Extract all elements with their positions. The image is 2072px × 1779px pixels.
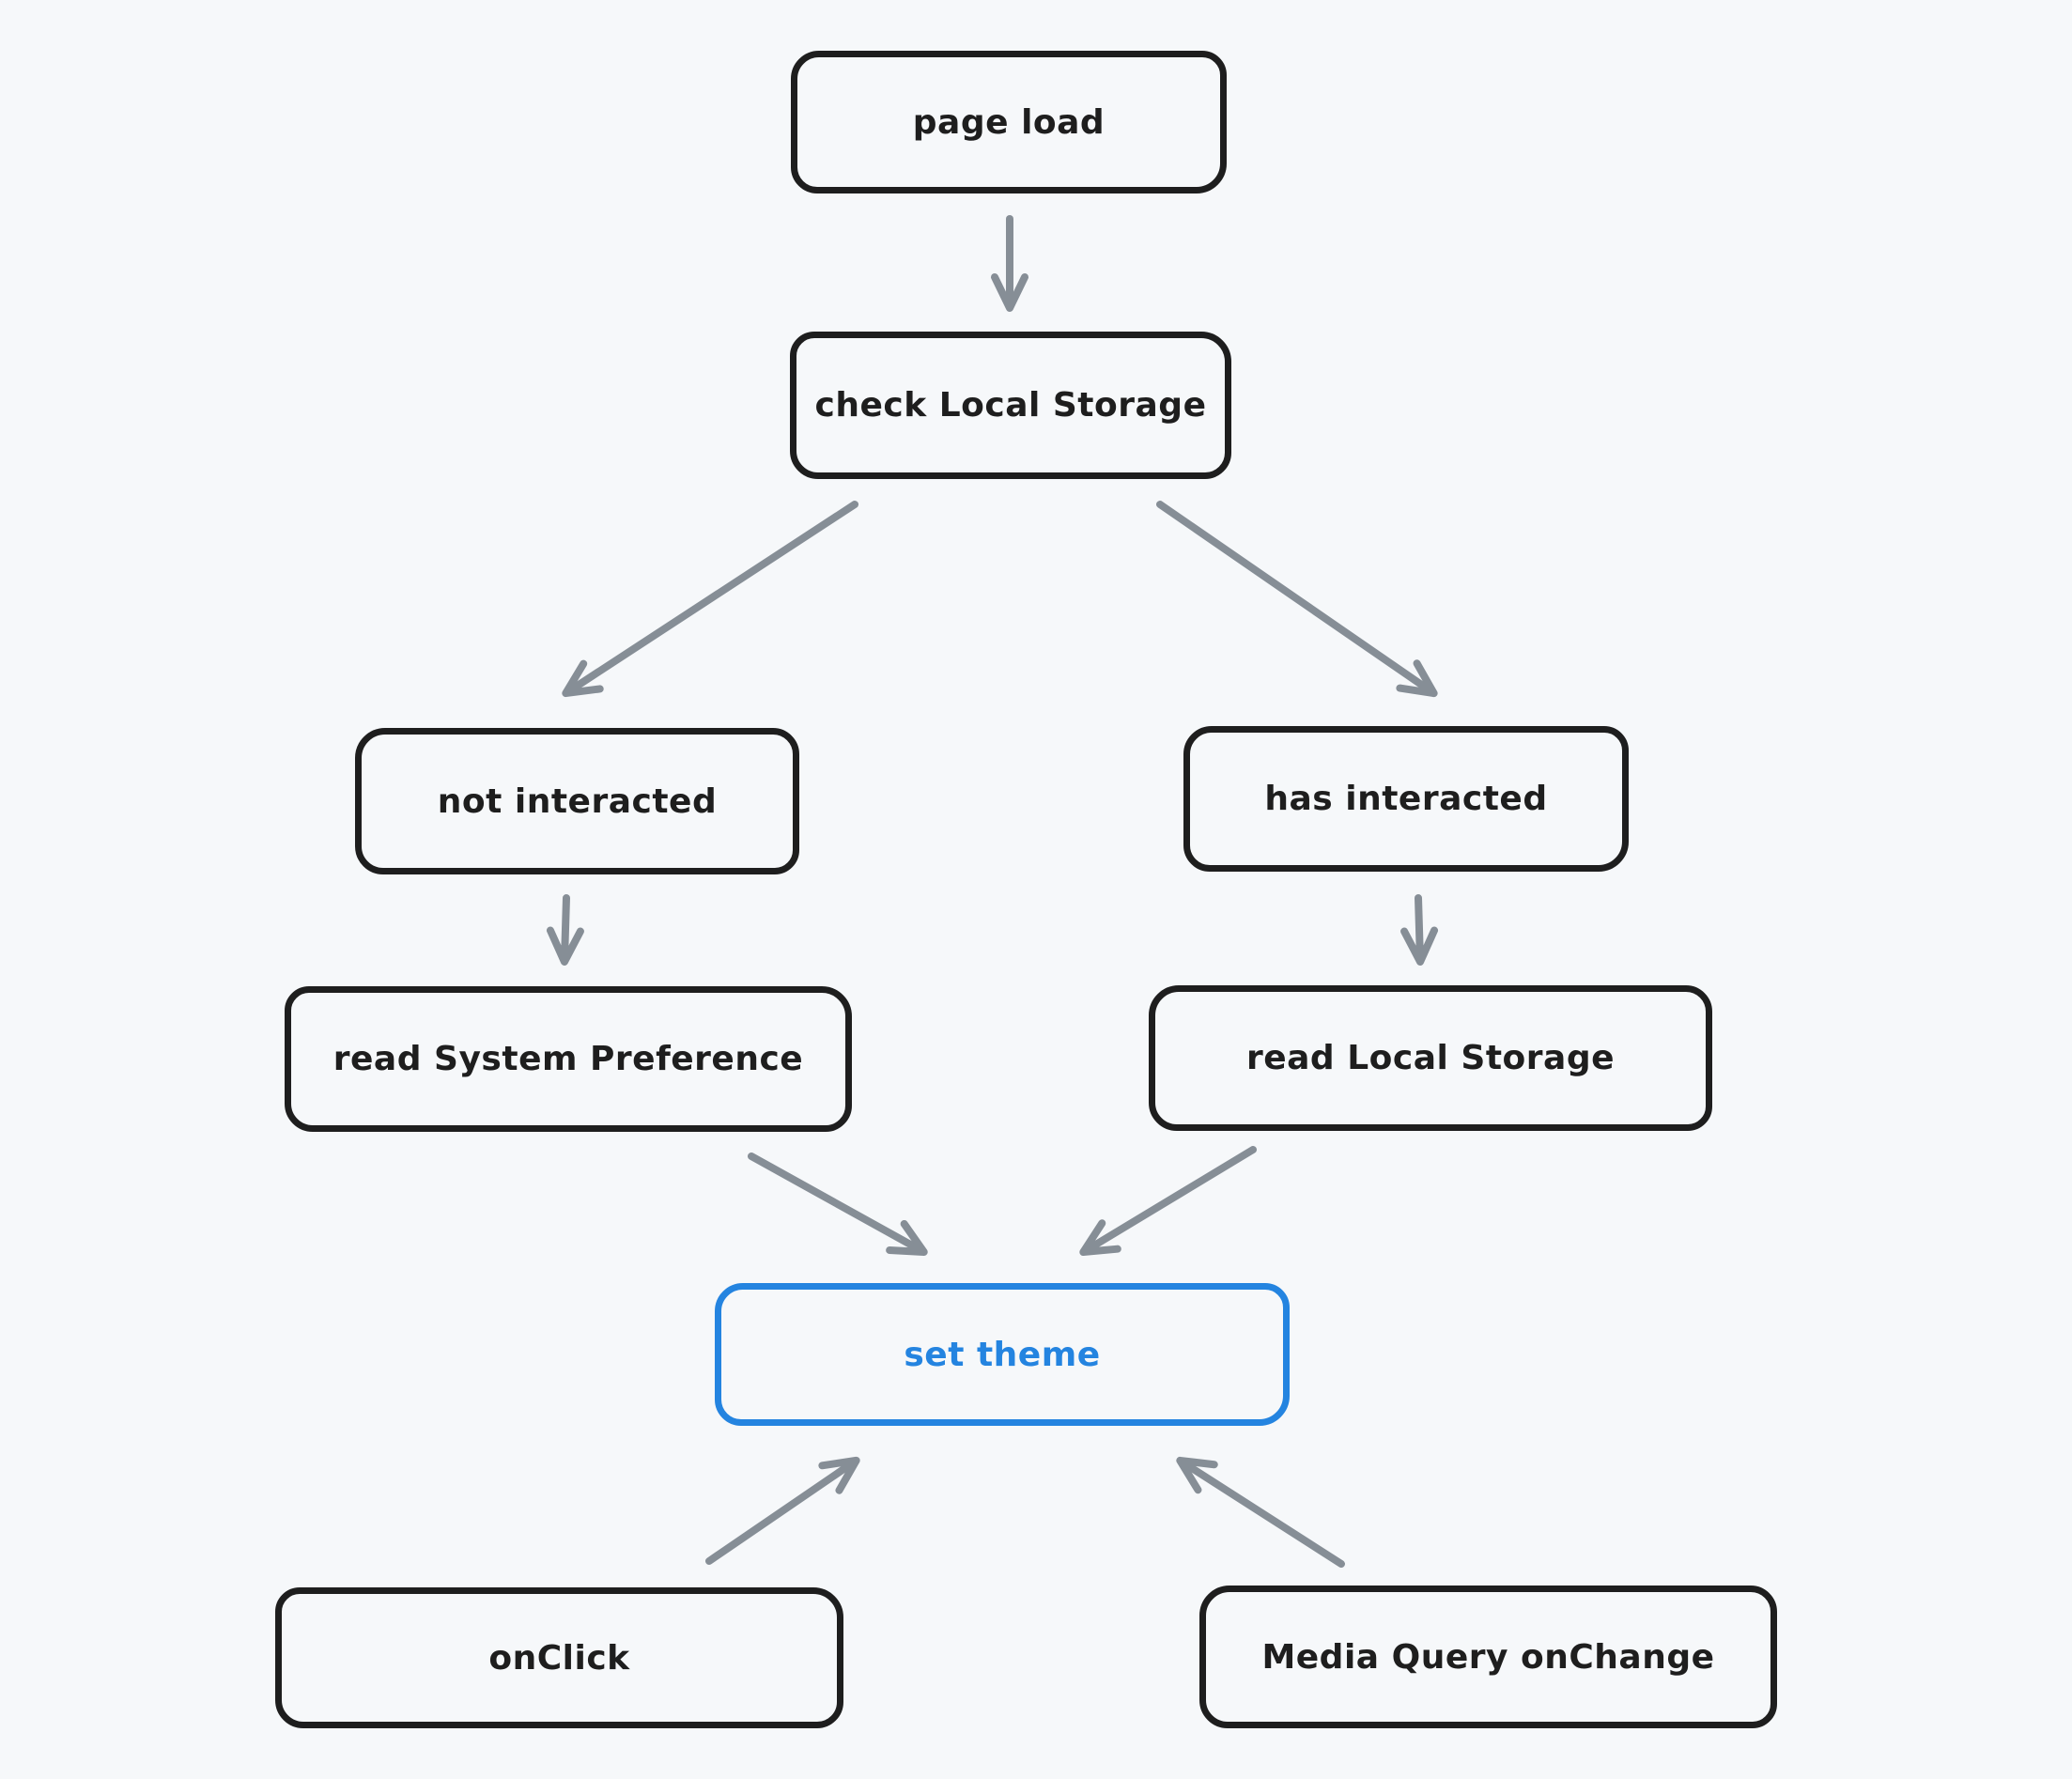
arrow-hasinteracted-to-readls (1400, 894, 1439, 966)
arrow-mediaquery-to-settheme (1176, 1456, 1345, 1568)
arrow-notinteracted-to-readsys (546, 894, 584, 966)
arrow-readls-to-settheme (1079, 1146, 1257, 1257)
node-not-interacted-label: not interacted (437, 781, 718, 821)
node-onclick: onClick (275, 1587, 843, 1728)
node-set-theme-label: set theme (904, 1335, 1101, 1374)
node-onclick-label: onClick (488, 1638, 630, 1678)
arrow-checkls-to-notinteracted (562, 501, 858, 698)
node-has-interacted-label: has interacted (1264, 780, 1548, 818)
arrow-readsys-to-settheme (748, 1152, 928, 1256)
node-media-query-onchange: Media Query onChange (1199, 1586, 1777, 1728)
arrow-onclick-to-settheme (705, 1456, 860, 1565)
node-not-interacted: not interacted (355, 728, 799, 874)
node-read-system-preference-label: read System Preference (332, 1040, 804, 1078)
node-check-local-storage-label: check Local Storage (814, 386, 1207, 425)
node-page-load-label: page load (912, 102, 1106, 142)
node-read-local-storage-label: read Local Storage (1245, 1039, 1616, 1077)
node-set-theme: set theme (715, 1283, 1290, 1426)
node-media-query-onchange-label: Media Query onChange (1261, 1637, 1715, 1677)
node-read-system-preference: read System Preference (285, 986, 852, 1132)
node-has-interacted: has interacted (1183, 726, 1629, 872)
arrow-checkls-to-hasinteracted (1156, 501, 1438, 698)
node-page-load: page load (791, 51, 1227, 193)
node-read-local-storage: read Local Storage (1149, 985, 1712, 1131)
node-check-local-storage: check Local Storage (790, 332, 1231, 479)
